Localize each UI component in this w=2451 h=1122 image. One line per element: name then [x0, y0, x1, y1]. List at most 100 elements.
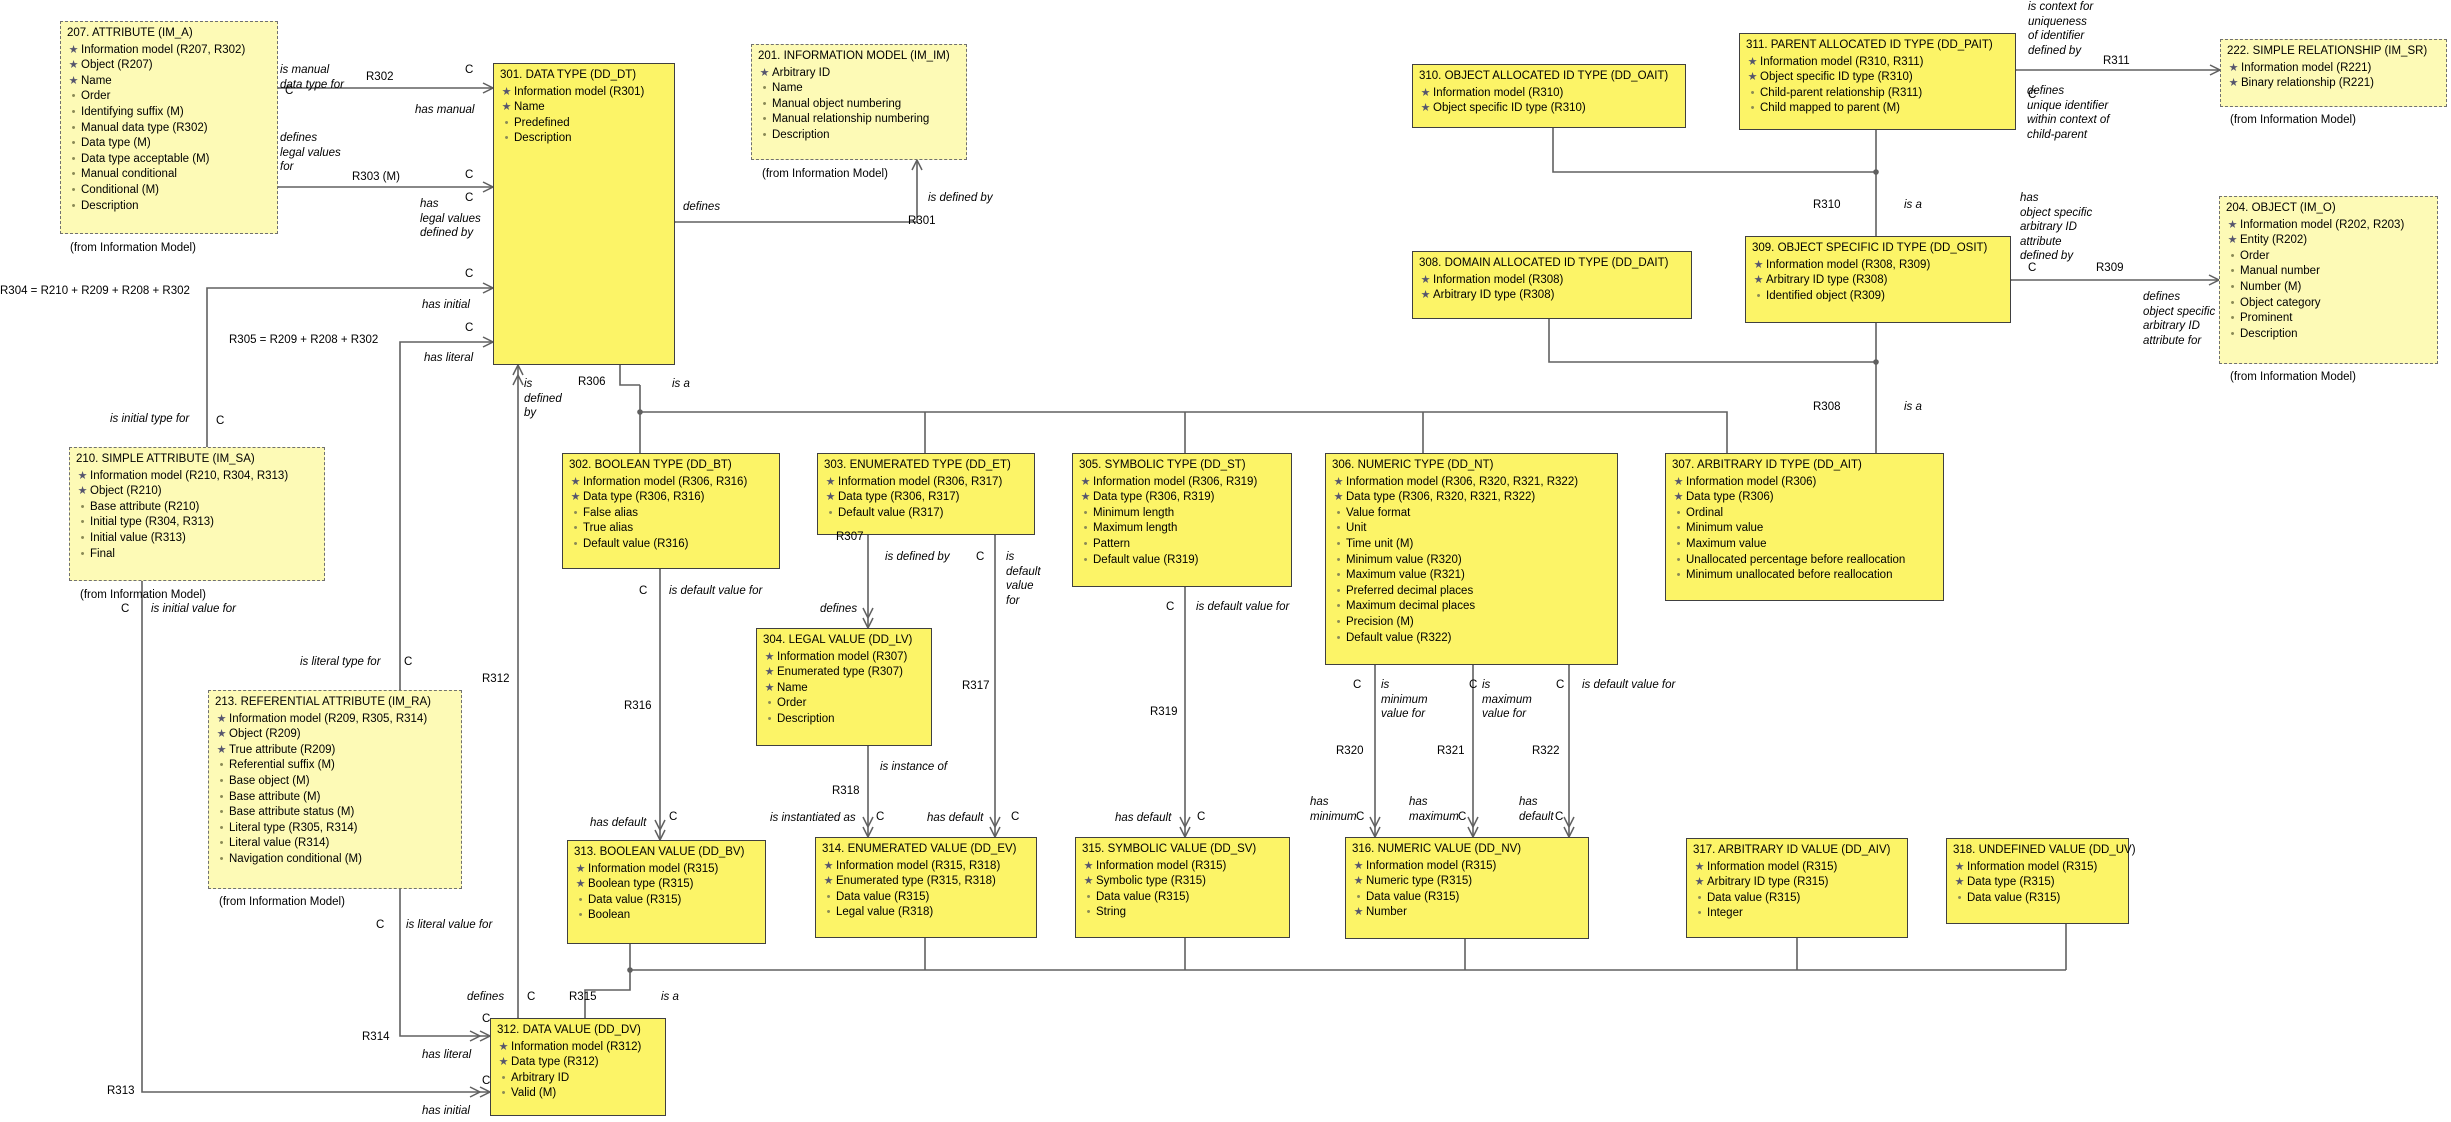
attribute-list: Information model (R310)Object specific … [1419, 86, 1679, 117]
identifier-attribute: Object (R209) [216, 727, 455, 743]
class-312-data-value[interactable]: 312. DATA VALUE (DD_DV)Information model… [490, 1018, 666, 1116]
junction-dot [1873, 169, 1879, 175]
class-303-enumerated-type[interactable]: 303. ENUMERATED TYPE (DD_ET)Information … [817, 453, 1035, 535]
identifier-attribute: Boolean type (R315) [575, 877, 759, 893]
conditionality-marker: C [876, 811, 885, 823]
class-313-boolean-value[interactable]: 313. BOOLEAN VALUE (DD_BV) Information mo… [567, 840, 766, 944]
identifier-attribute: Information model (R308, R309) [1753, 258, 2004, 274]
conditionality-marker: C [482, 1013, 491, 1025]
identifier-attribute: Symbolic type (R315) [1083, 874, 1283, 890]
attribute: Ordinal [1673, 506, 1937, 522]
attribute: Base attribute (M) [216, 790, 455, 806]
class-title: 318. UNDEFINED VALUE (DD_UV) [1953, 844, 2136, 856]
identifier-attribute: Data type (R312) [498, 1055, 659, 1071]
conditionality-marker: C [1458, 811, 1467, 823]
conditionality-marker: C [1166, 601, 1175, 613]
attribute: Base attribute (R210) [77, 500, 318, 516]
relationship-phrase: is initial value for [151, 603, 237, 615]
conditionality-marker: C [465, 268, 474, 280]
class-207-attribute[interactable]: 207. ATTRIBUTE (IM_A)Information model (… [60, 21, 278, 234]
class-307-arbitrary-id-type[interactable]: 307. ARBITRARY ID TYPE (DD_AIT) Informati… [1665, 453, 1944, 601]
relationship-number: R301 [908, 215, 936, 227]
conditionality-marker: C [216, 415, 225, 427]
attribute: Identified object (R309) [1753, 289, 2004, 305]
class-213-referential-attribute[interactable]: 213. REFERENTIAL ATTRIBUTE (IM_RA)Inform… [208, 690, 462, 889]
class-302-boolean-type[interactable]: 302. BOOLEAN TYPE (DD_BT)Information mod… [562, 453, 780, 569]
class-title: 301. DATA TYPE (DD_DT) [500, 69, 637, 81]
class-title: 312. DATA VALUE (DD_DV) [497, 1024, 641, 1036]
class-title: 313. BOOLEAN VALUE (DD_BV) [574, 846, 745, 858]
relationship-number: R318 [832, 785, 860, 797]
relationship-number: R312 [482, 673, 510, 685]
relationship-number: R311 [2103, 55, 2130, 67]
conditionality-marker: C [1356, 811, 1365, 823]
class-title: 316. NUMERIC VALUE (DD_NV) [1352, 843, 1522, 855]
relationship-number: R308 [1813, 401, 1841, 413]
class-title: 306. NUMERIC TYPE (DD_NT) [1332, 459, 1494, 471]
conditionality-marker: C [2028, 262, 2037, 274]
attribute: Identifying suffix (M) [68, 105, 271, 121]
class-title: 314. ENUMERATED VALUE (DD_EV) [822, 843, 1017, 855]
class-316-numeric-value[interactable]: 316. NUMERIC VALUE (DD_NV)Information mo… [1345, 837, 1589, 939]
class-314-enumerated-value[interactable]: 314. ENUMERATED VALUE (DD_EV)Information… [815, 837, 1037, 938]
attribute-list: Information model (R209, R305, R314)Obje… [215, 712, 455, 868]
attribute: Final [77, 547, 318, 563]
attribute: Data value (R315) [1694, 891, 1901, 907]
class-306-numeric-type[interactable]: 306. NUMERIC TYPE (DD_NT)Information mod… [1325, 453, 1618, 665]
attribute-list: Information model (R210, R304, R313)Obje… [76, 469, 318, 563]
attribute-list: Information model (R315)Boolean type (R3… [574, 862, 759, 924]
class-318-undefined-value[interactable]: 318. UNDEFINED VALUE (DD_UV)Information … [1946, 838, 2136, 924]
class-308-domain-allocated-id-type[interactable]: 308. DOMAIN ALLOCATED ID TYPE (DD_DAIT)I… [1412, 251, 1692, 319]
class-title: 309. OBJECT SPECIFIC ID TYPE (DD_OSIT) [1752, 242, 1988, 254]
conditionality-marker: C [1555, 811, 1564, 823]
attribute-list: Information model (R315)Arbitrary ID typ… [1693, 860, 1901, 922]
r315-stem [584, 970, 631, 1018]
conditionality-marker: C [465, 169, 474, 181]
class-309-object-specific-id-type[interactable]: 309. OBJECT SPECIFIC ID TYPE (DD_OSIT) In… [1745, 236, 2011, 323]
junction-dot [627, 967, 633, 973]
identifier-attribute: Object (R210) [77, 484, 318, 500]
attribute: Data value (R315) [1954, 891, 2122, 907]
relationship-number: R303 (M) [352, 171, 400, 183]
identifier-attribute: Data type (R315) [1954, 875, 2122, 891]
identifier-attribute: Information model (R310) [1420, 86, 1679, 102]
conditionality-marker: C [404, 656, 413, 668]
class-315-symbolic-value[interactable]: 315. SYMBOLIC VALUE (DD_SV)Information m… [1075, 837, 1290, 938]
attribute: Predefined [501, 116, 668, 132]
class-222-simple-relationship[interactable]: 222. SIMPLE RELATIONSHIP (IM_SR)Informat… [2220, 39, 2447, 107]
class-310-object-allocated-id-type[interactable]: 310. OBJECT ALLOCATED ID TYPE (DD_OAIT)I… [1412, 64, 1686, 128]
conditionality-marker: C [1469, 679, 1478, 691]
attribute-list: Information model (R306)Data type (R306)… [1672, 475, 1937, 584]
class-210-simple-attribute[interactable]: 210. SIMPLE ATTRIBUTE (IM_SA)Information… [69, 447, 325, 581]
relationship-number: R315 [569, 991, 597, 1003]
class-title: 307. ARBITRARY ID TYPE (DD_AIT) [1672, 459, 1862, 471]
conditionality-marker: C [527, 991, 536, 1003]
identifier-attribute: Data type (R306, R319) [1080, 490, 1285, 506]
attribute: Description [68, 199, 271, 215]
class-305-symbolic-type[interactable]: 305. SYMBOLIC TYPE (DD_ST)Information mo… [1072, 453, 1292, 587]
class-201-information-model[interactable]: 201. INFORMATION MODEL (IM_IM)Arbitrary … [751, 44, 967, 160]
relationship-phrase: is a [672, 378, 690, 390]
attribute: Minimum value (R320) [1333, 553, 1611, 569]
attribute: Child mapped to parent (M) [1747, 101, 2009, 117]
class-317-arbitrary-id-value[interactable]: 317. ARBITRARY ID VALUE (DD_AIV)Informat… [1686, 838, 1908, 938]
attribute: Number (M) [2227, 280, 2431, 296]
relationship-phrase: is maximum value for [1482, 679, 1532, 720]
relationship-phrase: defines [683, 201, 721, 213]
attribute: Minimum value [1673, 521, 1937, 537]
class-204-object[interactable]: 204. OBJECT (IM_O)Information model (R20… [2219, 196, 2438, 364]
identifier-attribute: Enumerated type (R307) [764, 665, 925, 681]
identifier-attribute: Enumerated type (R315, R318) [823, 874, 1030, 890]
relationship-phrase: is instantiated as [770, 812, 856, 824]
identifier-attribute: Object specific ID type (R310) [1420, 101, 1679, 117]
class-301-data-type[interactable]: 301. DATA TYPE (DD_DT)Information model … [493, 63, 675, 365]
relationship-number: R310 [1813, 199, 1841, 211]
relationship-number: R307 [836, 531, 864, 543]
attribute-list: Information model (R307)Enumerated type … [763, 650, 925, 728]
relationship-phrase: is initial type for [110, 413, 190, 425]
identifier-attribute: Information model (R306) [1673, 475, 1937, 491]
class-304-legal-value[interactable]: 304. LEGAL VALUE (DD_LV)Information mode… [756, 628, 932, 746]
attribute: Data value (R315) [1353, 890, 1582, 906]
from-information-model-note: (from Information Model) [2230, 114, 2356, 126]
class-311-parent-allocated-id-type[interactable]: 311. PARENT ALLOCATED ID TYPE (DD_PAIT)I… [1739, 33, 2016, 130]
